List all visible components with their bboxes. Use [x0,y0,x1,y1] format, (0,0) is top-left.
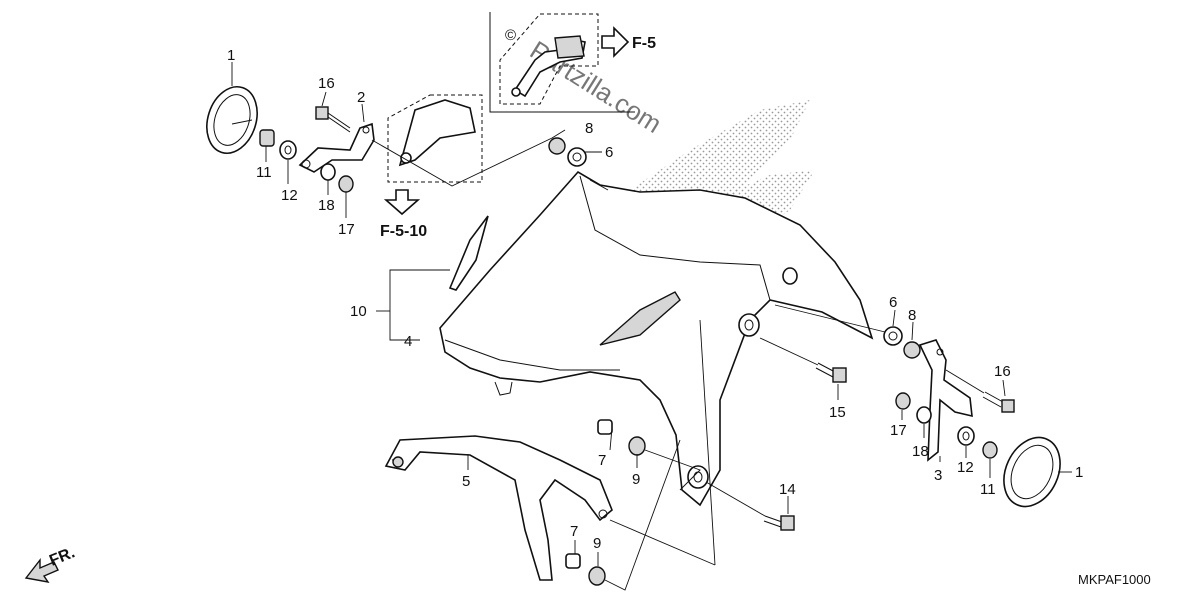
ref-f5[interactable]: F-5 [632,35,656,52]
part-7-mid-collar[interactable] [597,419,613,435]
part-18-left-washer[interactable] [320,163,336,181]
ref-arrow-f5[interactable] [601,26,630,58]
callout-1-left[interactable]: 1 [227,47,235,64]
direction-label: FR. [47,544,77,569]
callout-12-right[interactable]: 12 [957,459,974,476]
callout-15[interactable]: 15 [829,404,846,421]
callout-16-left[interactable]: 16 [318,75,335,92]
part-12-left-washer[interactable] [279,140,297,160]
callout-16-right[interactable]: 16 [994,363,1011,380]
callout-18-right[interactable]: 18 [912,443,929,460]
part-9-mid-nut[interactable] [628,436,646,456]
diagram-code: MKPAF1000 [1078,572,1151,587]
callout-17-right[interactable]: 17 [890,422,907,439]
callout-9-low[interactable]: 9 [593,535,601,552]
part-5-bracket[interactable] [384,435,613,581]
part-7-low-collar[interactable] [565,553,581,569]
inset-upper [489,12,635,113]
callout-10[interactable]: 10 [350,303,367,320]
callout-11-left[interactable]: 11 [256,164,272,181]
part-14-bolt[interactable] [763,515,795,531]
copyright-mark: © [505,27,516,44]
part-16-right-bolt[interactable] [982,391,1015,413]
part-9-low-nut[interactable] [588,566,606,586]
callout-9-mid[interactable]: 9 [632,471,640,488]
callout-7-low[interactable]: 7 [570,523,578,540]
callout-11-right[interactable]: 11 [980,481,996,498]
part-4-front-fender[interactable] [439,170,874,507]
callout-8-right[interactable]: 8 [908,307,916,324]
part-6-top-grommet[interactable] [567,147,587,167]
part-8-top-collar[interactable] [548,137,566,155]
callout-1-right[interactable]: 1 [1075,464,1083,481]
part-16-left-bolt[interactable] [315,106,351,133]
ref-f5-10[interactable]: F-5-10 [380,223,427,240]
callout-18-left[interactable]: 18 [318,197,335,214]
callout-17-left[interactable]: 17 [338,221,355,238]
callout-6-right[interactable]: 6 [889,294,897,311]
part-15-bolt[interactable] [815,362,847,383]
part-8-right-collar[interactable] [903,341,921,359]
front-direction-arrow [24,557,59,583]
callout-8-top[interactable]: 8 [585,120,593,137]
part-11-left-nut[interactable] [259,129,275,147]
part-1-right-cap[interactable] [993,428,1071,515]
part-1-left-cap[interactable] [199,80,266,160]
callout-3[interactable]: 3 [934,467,942,484]
part-11-right-nut[interactable] [982,441,998,459]
callout-4[interactable]: 4 [404,333,412,350]
part-18-right-washer[interactable] [916,406,932,424]
part-2-stay[interactable] [298,122,375,173]
part-17-left-nut[interactable] [338,175,354,193]
ref-arrow-f5-10[interactable] [383,189,421,216]
callout-6-top[interactable]: 6 [605,144,613,161]
part-12-right-washer[interactable] [957,426,975,446]
callout-7-mid[interactable]: 7 [598,452,606,469]
part-6-right-grommet[interactable] [883,326,903,346]
leader-lines [231,62,1072,591]
part-17-right-nut[interactable] [895,392,911,410]
inset-left [387,94,483,183]
callout-12-left[interactable]: 12 [281,187,298,204]
part-10-sticker[interactable] [448,215,489,291]
callout-2[interactable]: 2 [357,89,365,106]
callout-5[interactable]: 5 [462,473,470,490]
callout-14[interactable]: 14 [779,481,796,498]
